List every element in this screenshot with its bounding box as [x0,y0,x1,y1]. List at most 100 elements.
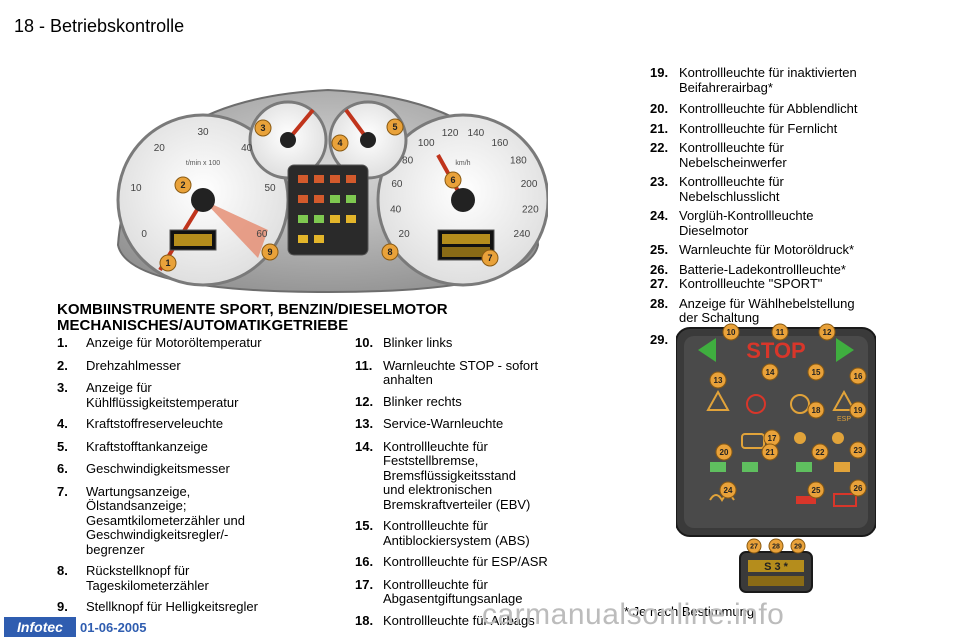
turn-left-arrow-icon [698,338,716,362]
legend-item: 11.Warnleuchte STOP - sofort anhalten [355,358,605,388]
legend-number: 19. [650,65,669,80]
legend-item: 6.Geschwindigkeitsmesser [57,461,307,477]
legend-number: 28. [650,295,669,311]
legend-item: 3. Anzeige für Kühlflüssigkeitstemperatur [57,380,307,410]
gear-selector-text: S 3 * [764,561,789,573]
legend-item: 27.Kontrollleuchte "SPORT" [650,276,905,292]
esp-label: ESP [837,416,851,423]
legend-item: 17.Kontrollleuchte für Abgasentgiftungsa… [355,576,605,607]
dial-tick-label: 240 [514,229,531,240]
legend-item: 8. Rückstellknopf für Tageskilometerzähle… [57,563,307,593]
dial-tick-label: 10 [130,183,142,194]
callout-number: 12 [823,328,832,337]
legend-text: Blinker links [383,335,453,350]
dial-tick-label: 120 [442,128,459,139]
dial-tick-label: 0 [141,229,147,240]
oil-pressure-icon [796,496,816,504]
callout-number: 21 [766,448,775,457]
legend-text: Kontrollleuchte für Abgasentgiftungsanla… [383,576,523,606]
legend-number: 10. [355,335,374,350]
callout-number: 27 [750,544,758,551]
dial-tick-label: 30 [197,127,209,138]
tacho-unit-label: t/min x 100 [186,160,220,167]
legend-text: Rückstellknopf für Tageskilometerzähler [86,563,209,593]
abs-icon [790,394,810,414]
legend-text: Kraftstoffreserveleuchte [86,416,224,431]
legend-item: 1.Anzeige für Motoröltemperatur [57,335,307,351]
legend-item: 10. Blinker links [355,335,605,351]
legend-number: 20. [650,101,669,116]
callout-number: 22 [816,448,825,457]
front-fog-icon [796,462,812,472]
legend-number: 14. [355,438,374,454]
page-header: 18 - Betriebskontrolle [14,16,185,36]
callout-number: 24 [724,486,733,495]
legend-text: Kraftstofftankanzeige [86,438,208,454]
rear-fog-icon [834,462,850,472]
dial-tick-label: 200 [521,179,538,190]
turn-right-arrow-icon [836,338,854,362]
dial-tick-label: 40 [241,143,253,154]
legend-number: 12. [355,393,374,409]
legend-text: Kontrollleuchte für Feststellbremse, Bre… [383,438,531,512]
footnote: * Je nach Bestimmung [624,604,755,619]
legend-item: 18.Kontrollleuchte für Airbags [355,612,605,629]
callout-number: 16 [854,372,863,381]
callout-number: 5 [392,122,397,132]
callout-number: 6 [450,175,455,185]
legend-item: 24. Vorglüh-Kontrollleuchte Dieselmotor [650,208,905,238]
legend-item: 23.Kontrollleuchte für Nebelschlusslicht [650,174,905,204]
callout-number: 15 [812,368,821,377]
watermark: carmanualsonline.info [482,598,785,631]
legend-item: 28.Anzeige für Wählhebelstellung der Sch… [650,295,905,326]
legend-number: 4. [57,416,68,431]
legend-item: 4. Kraftstoffreserveleuchte [57,416,307,432]
legend-number: 3. [57,380,68,395]
callout-number: 17 [768,434,777,443]
legend-number: 21. [650,120,669,136]
high-beam-icon [742,462,758,472]
legend-number: 15. [355,518,374,533]
callout-number: 8 [387,247,392,257]
dial-tick-label: 160 [491,138,508,149]
callout-number: 1 [165,258,170,268]
legend-number: 24. [650,208,669,223]
panel-callouts [709,323,867,499]
legend-number: 8. [57,563,68,578]
legend-number: 23. [650,174,669,189]
legend-item: 7.Wartungsanzeige, Ölstandsanzeige; Gesa… [57,484,307,558]
callout-number: 23 [854,446,863,455]
infotec-logo: Infotec [4,617,76,637]
legend-number: 5. [57,438,68,454]
legend-item: 5. Kraftstofftankanzeige [57,438,307,455]
legend-column-2: 10. Blinker links 11.Warnleuchte STOP - so… [355,335,605,629]
engine-icon [741,433,765,449]
legend-text: Kontrollleuchte für Abblendlicht [679,101,858,116]
legend-item: 21.Kontrollleuchte für Fernlicht [650,120,905,137]
legend-text: Geschwindigkeitsmesser [86,461,230,476]
selector-callouts [746,538,806,554]
callout-number: 18 [812,406,821,415]
legend-text: Vorglüh-Kontrollleuchte Dieselmotor [679,208,814,238]
stop-label: STOP [746,338,806,363]
legend-number: 13. [355,416,374,431]
legend-item: 20. Kontrollleuchte für Abblendlicht [650,101,905,117]
callout-number: 10 [727,328,736,337]
dial-tick-label: 20 [154,143,166,154]
callout-number: 3 [260,123,265,133]
dial-tick-label: 60 [391,179,403,190]
legend-number: 25. [650,242,669,257]
brake-icon [746,394,766,414]
callout-number: 13 [714,376,723,385]
legend-number: 18. [355,612,374,628]
legend-number: 29. [650,331,669,347]
legend-text: Anzeige für Kühlflüssigkeitstemperatur [86,380,239,410]
tachometer-dial [116,113,290,287]
central-warning-panel-small [287,164,369,256]
callout-number: 2 [180,180,185,190]
dial-tick-label: 60 [256,229,268,240]
section-title: KOMBIINSTRUMENTE SPORT, BENZIN/DIESELMOT… [57,301,448,334]
legend-item: 12.Blinker rechts [355,393,605,410]
legend-number: 22. [650,140,669,155]
